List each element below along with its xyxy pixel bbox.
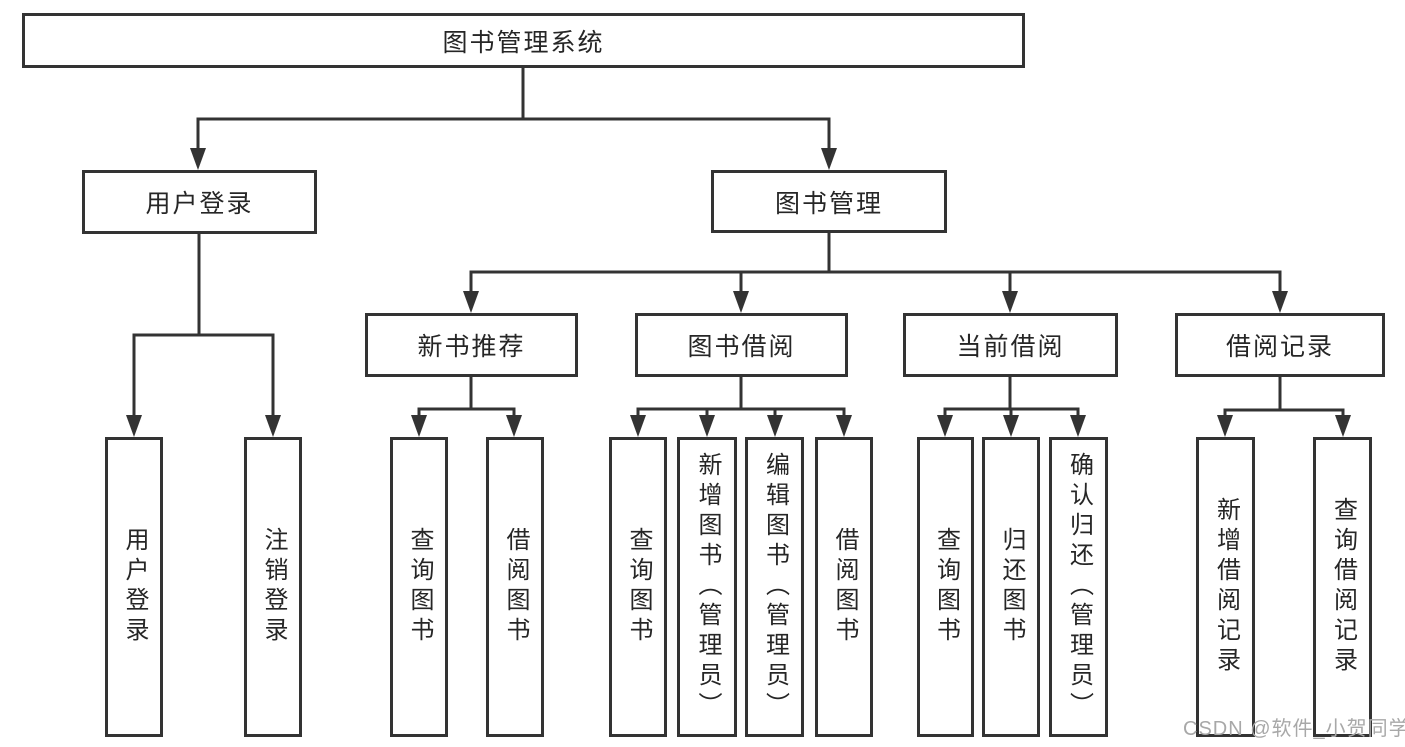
node-current-borrowing-label: 当前借阅: [956, 333, 1065, 361]
leaf-add-borrow-record-label: 新增借阅记录: [1212, 497, 1240, 677]
leaf-borrow-books-recommend: 借阅图书: [486, 437, 544, 737]
node-new-book-recommend-label: 新书推荐: [417, 333, 526, 361]
node-new-book-recommend: 新书推荐: [365, 313, 578, 377]
leaf-add-book-admin-label: 新增图书（管理员）: [694, 452, 721, 722]
edge-user-login: [132, 234, 275, 417]
edge-book-borrowing: [636, 377, 846, 418]
leaf-return-book-label: 归还图书: [998, 527, 1025, 647]
node-borrow-records-label: 借阅记录: [1225, 333, 1334, 361]
leaf-query-borrow-record: 查询借阅记录: [1313, 437, 1372, 737]
leaf-borrow-books-recommend-label: 借阅图书: [502, 527, 529, 647]
leaf-edit-book-admin: 编辑图书（管理员）: [745, 437, 804, 737]
leaf-logout: 注销登录: [244, 437, 302, 737]
edge-new-book-recommend: [417, 377, 516, 418]
leaf-query-borrow-record-label: 查询借阅记录: [1329, 497, 1357, 677]
leaf-user-login: 用户登录: [105, 437, 163, 737]
leaf-add-borrow-record: 新增借阅记录: [1196, 437, 1255, 737]
leaf-borrow-books-borrowing-label: 借阅图书: [831, 527, 858, 647]
node-book-borrowing: 图书借阅: [635, 313, 848, 377]
edge-current-borrowing: [943, 377, 1080, 418]
leaf-confirm-return-admin: 确认归还（管理员）: [1049, 437, 1108, 737]
node-current-borrowing: 当前借阅: [903, 313, 1118, 377]
edge-book-management: [469, 233, 1282, 293]
leaf-logout-label: 注销登录: [260, 527, 287, 647]
leaf-add-book-admin: 新增图书（管理员）: [677, 437, 737, 737]
leaf-confirm-return-admin-label: 确认归还（管理员）: [1065, 452, 1093, 722]
leaf-query-books-borrowing: 查询图书: [609, 437, 667, 737]
leaf-query-books-current-label: 查询图书: [932, 527, 960, 647]
leaf-return-book: 归还图书: [982, 437, 1040, 737]
edge-borrow-records: [1223, 377, 1345, 418]
node-root: 图书管理系统: [22, 13, 1025, 68]
leaf-query-books-recommend-label: 查询图书: [406, 527, 433, 647]
csdn-watermark: CSDN @软件_小贺同学: [1183, 718, 1405, 740]
node-root-label: 图书管理系统: [442, 28, 605, 57]
node-user-login-label: 用户登录: [145, 190, 254, 218]
leaf-borrow-books-borrowing: 借阅图书: [815, 437, 873, 737]
leaf-user-login-label: 用户登录: [121, 527, 148, 647]
node-user-login: 用户登录: [82, 170, 317, 234]
node-borrow-records: 借阅记录: [1175, 313, 1385, 377]
leaf-query-books-borrowing-label: 查询图书: [625, 527, 652, 647]
node-book-management: 图书管理: [711, 170, 947, 233]
node-book-borrowing-label: 图书借阅: [687, 333, 796, 361]
leaf-query-books-current: 查询图书: [917, 437, 974, 737]
edge-root: [196, 68, 831, 150]
leaf-edit-book-admin-label: 编辑图书（管理员）: [761, 452, 789, 722]
leaf-query-books-recommend: 查询图书: [390, 437, 448, 737]
node-book-management-label: 图书管理: [774, 189, 883, 218]
